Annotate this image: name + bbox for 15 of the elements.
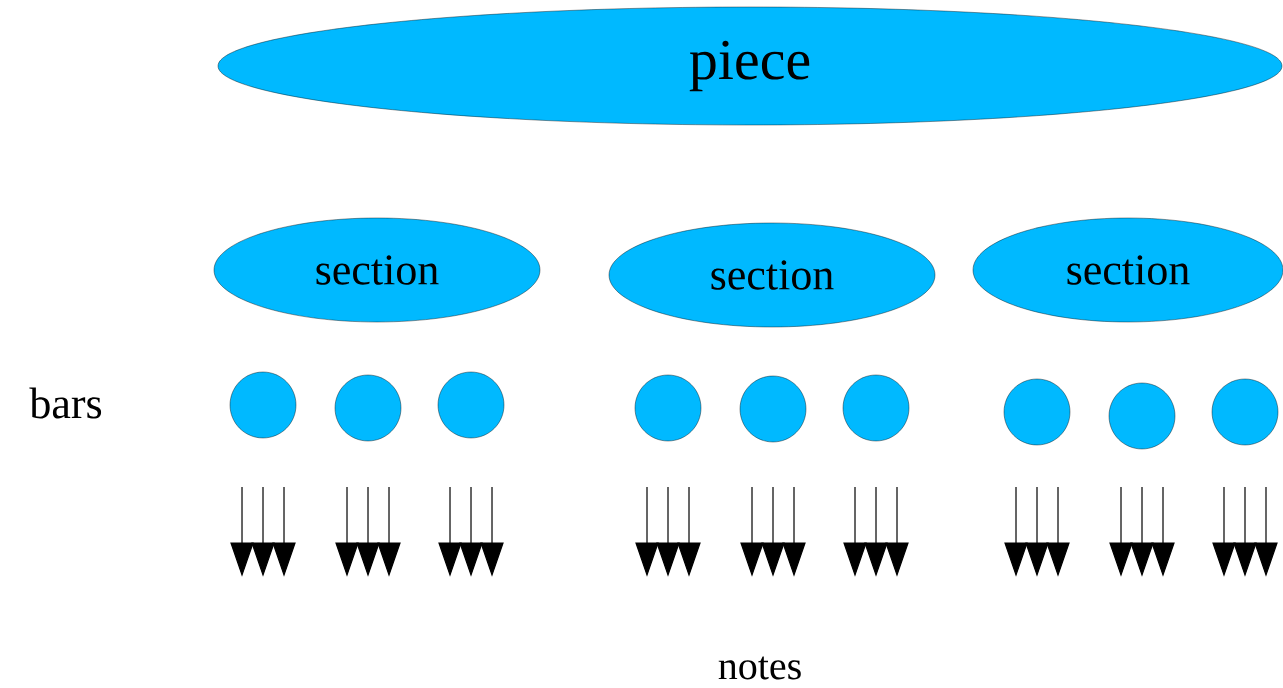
ellipse-node: section <box>608 222 936 328</box>
label-text: bars <box>29 387 102 419</box>
circle-node <box>842 374 910 442</box>
ellipse-node: section <box>213 217 541 323</box>
circle-node <box>437 371 505 439</box>
circle-node <box>739 375 807 443</box>
circle-node <box>334 374 402 442</box>
ellipse-node: piece <box>217 6 1283 126</box>
circle-node <box>634 374 702 442</box>
circle-node <box>1003 378 1071 446</box>
label-text: notes <box>718 656 801 680</box>
circle-node <box>1108 382 1176 450</box>
circle-node <box>229 371 297 439</box>
ellipse-node: section <box>972 217 1283 323</box>
circle-node <box>1211 378 1279 446</box>
